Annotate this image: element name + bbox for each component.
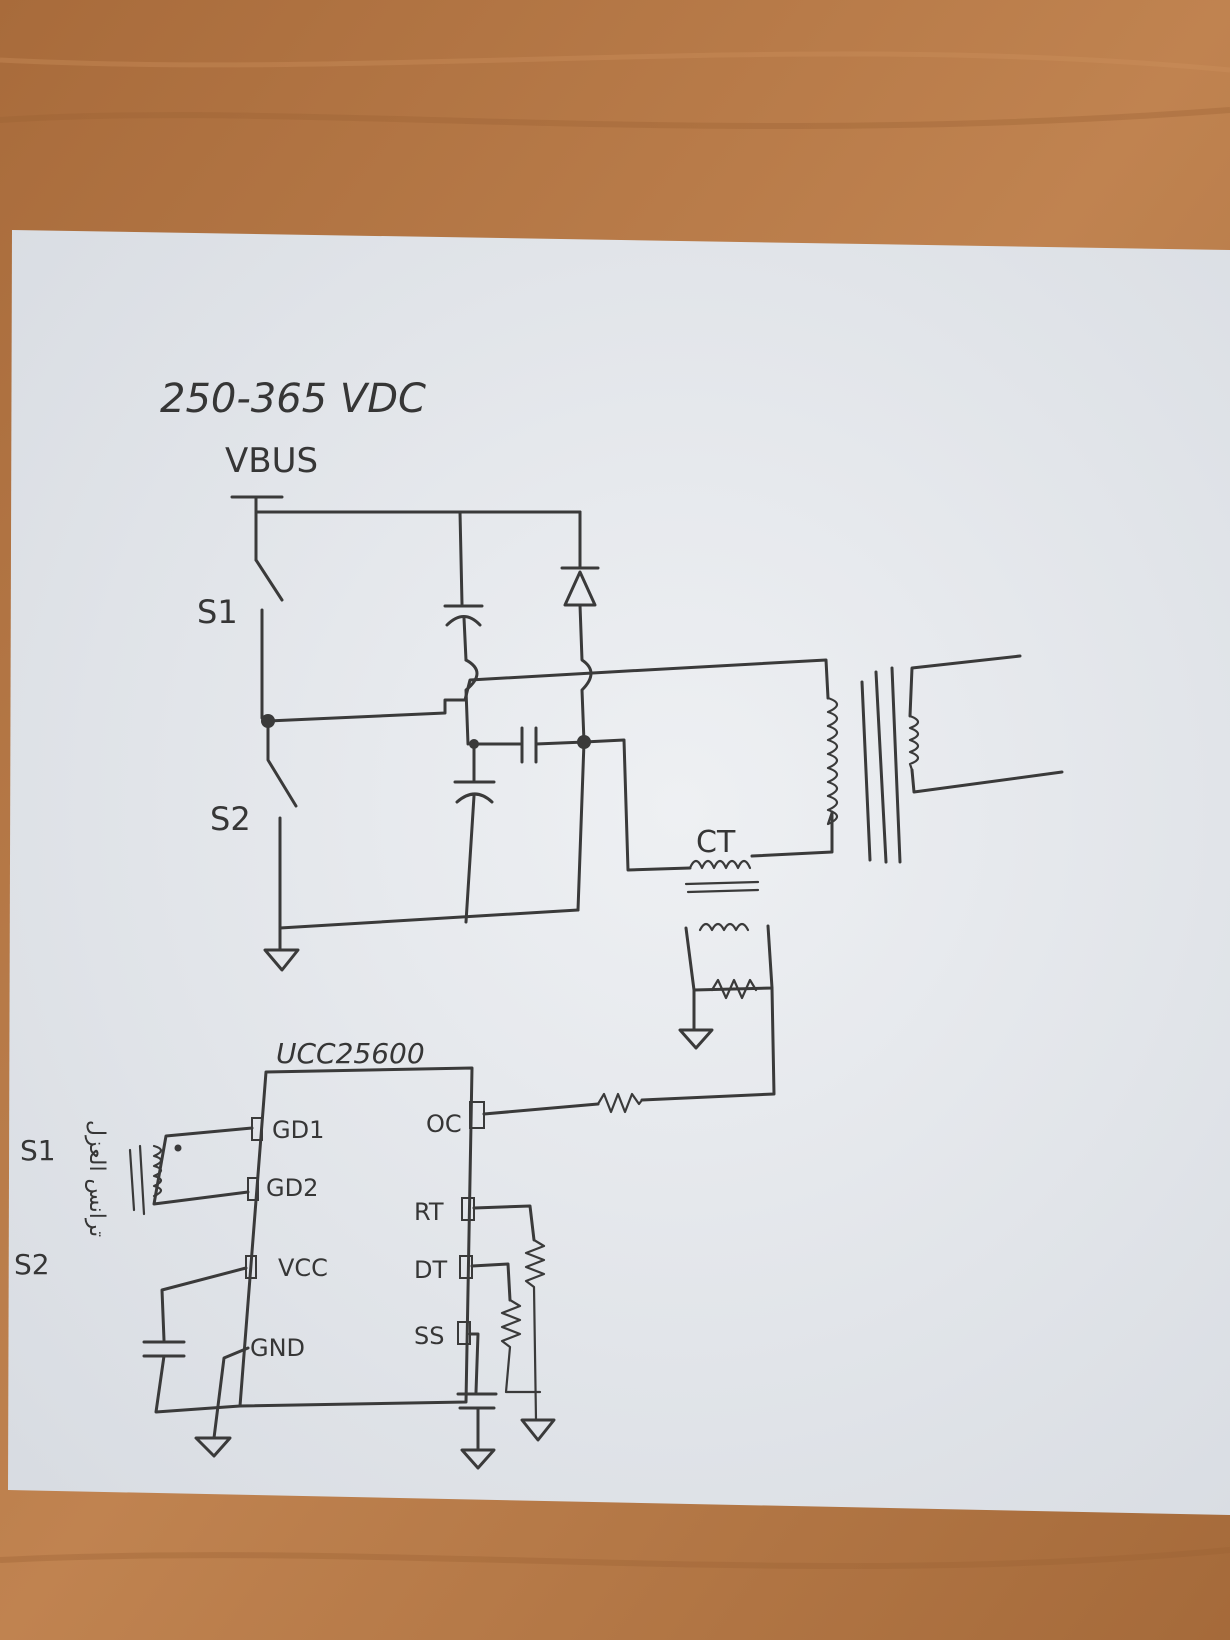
paper-sheet [8, 230, 1230, 1515]
s1-label: S1 [197, 593, 238, 631]
gnd-wire [212, 1346, 250, 1440]
power-ground-icon [263, 948, 300, 972]
diode2-lead [576, 740, 586, 912]
cap-crossover [464, 658, 479, 746]
pin-gnd-label: GND [250, 1334, 305, 1362]
rt-resistor [524, 1238, 546, 1422]
vcc-wire [160, 1266, 248, 1342]
core-line-1 [860, 680, 872, 862]
transformer-secondary-coil [908, 714, 920, 772]
rt-wire [472, 1204, 536, 1242]
diode-lower-lead [578, 603, 593, 744]
ic-body [238, 1066, 474, 1408]
c1-curved-plate [445, 615, 482, 627]
ct-core-2 [686, 888, 760, 894]
cr-right-lead [534, 740, 587, 746]
dt-resistor [500, 1298, 542, 1394]
c1-lead [458, 510, 464, 606]
s2-switch-blade [266, 719, 298, 808]
transformer-primary-coil [826, 696, 839, 826]
ct-core-1 [684, 880, 760, 886]
power-stage: 250-365 VDC VBUS S1 S2 [160, 376, 1064, 1102]
vbus-label: VBUS [225, 441, 318, 481]
ct-burden-resistor [710, 978, 758, 1000]
gnd-ground-icon [194, 1436, 232, 1458]
pin-gd2-label: GD2 [266, 1174, 318, 1202]
oc-sense-wire [640, 986, 776, 1102]
ct-secondary-coil [698, 922, 750, 932]
secondary-top-wire [908, 654, 1022, 718]
pin-gd1-label: GD1 [272, 1116, 324, 1144]
oc-resistor [596, 1092, 644, 1114]
rt-ground-icon [520, 1418, 556, 1442]
pin-rt-label: RT [414, 1198, 444, 1226]
pin-gd2-pad [247, 1177, 259, 1201]
ss-wire [468, 1332, 480, 1394]
gdt-dot [174, 1144, 182, 1152]
bottom-rail [278, 908, 580, 930]
pin-vcc-label: VCC [278, 1254, 328, 1282]
pin-oc-label: OC [426, 1110, 462, 1138]
supply-voltage-label: 250-365 VDC [160, 376, 426, 422]
ct-secondary-loop [684, 924, 774, 992]
ct-label: CT [696, 825, 736, 860]
c1-lower-lead [462, 616, 468, 662]
vcc-cap-return [154, 1354, 242, 1414]
s2-label: S2 [210, 800, 251, 838]
gdt-core-2 [138, 1144, 146, 1216]
core-line-2 [874, 670, 888, 864]
controller-section: UCC25600 GD1 GD2 VCC GND OC RT DT SS [14, 1037, 644, 1470]
gdt-core-1 [128, 1148, 136, 1212]
ct-primary-coil [688, 859, 752, 870]
secondary-bottom-wire [910, 768, 1064, 794]
switch-node-wire [266, 670, 612, 723]
dt-wire [470, 1262, 512, 1302]
pin-dt-label: DT [414, 1256, 447, 1284]
pin-ss-label: SS [414, 1322, 444, 1350]
gdt-note-label: ترانس العزل [84, 1120, 109, 1237]
core-line-3 [890, 666, 902, 864]
gdt-s1-label: S1 [20, 1134, 56, 1167]
s1-switch-blade [254, 558, 284, 602]
controller-part-label: UCC25600 [276, 1037, 425, 1070]
gdt-winding [152, 1144, 163, 1198]
ct-ground-icon [678, 1028, 714, 1050]
ss-ground-icon [460, 1448, 496, 1470]
ct-primary-wire [582, 738, 692, 872]
primary-return-wire [750, 810, 834, 858]
c2-lower-lead [464, 794, 476, 924]
oc-wire-left [482, 1102, 600, 1116]
primary-top-wire [608, 658, 830, 700]
c2-curved-plate [455, 792, 494, 804]
gdt-s2-label: S2 [14, 1248, 50, 1281]
